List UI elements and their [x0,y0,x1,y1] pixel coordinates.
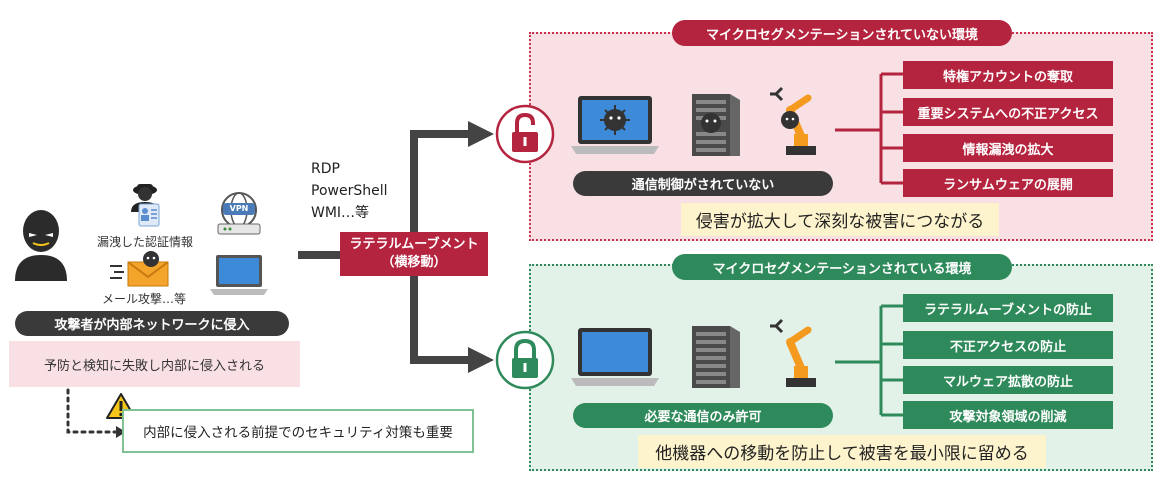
leaked-credentials-label: 漏洩した認証情報 [97,235,194,249]
server-icon [682,322,746,390]
segmented-result-2: 不正アクセスの防止 [903,331,1113,359]
segmented-result-4: 攻撃対象領域の削減 [903,401,1113,429]
infected-laptop-icon [570,92,660,158]
segmented-conclusion: 他機器への移動を防止して被害を最小限に留める [638,435,1046,468]
mail-attack-label: メール攻撃…等 [102,292,187,306]
locked-padlock-icon [495,330,555,390]
unsegmented-conclusion: 侵害が拡大して深刻な被害につながる [681,203,999,236]
warning-note: 内部に侵入される前提でのセキュリティ対策も重要 [122,409,474,453]
infected-server-icon [682,90,746,158]
lateral-movement-label: ラテラルムーブメント （横移動） [340,232,488,276]
protocol-list: RDP PowerShell WMI…等 [311,158,387,224]
infected-robot-arm-icon [768,86,826,158]
laptop-icon [208,253,270,297]
robot-arm-icon [768,318,826,390]
laptop-icon [570,324,660,390]
protocol-rdp: RDP [311,161,340,177]
failure-note: 予防と検知に失敗し内部に侵入される [9,341,300,387]
unsegmented-result-3: 情報漏洩の拡大 [903,134,1113,162]
unlocked-padlock-icon [495,104,555,164]
unsegmented-control-bar: 通信制御がされていない [573,171,833,196]
vpn-router-icon [214,190,264,238]
mail-attack-icon [108,250,174,288]
vpn-label: VPN [229,204,249,213]
unsegmented-bracket [835,68,905,192]
segmented-control-bar: 必要な通信のみ許可 [573,403,833,428]
lateral-movement-subtitle: （横移動） [381,255,447,270]
attacker-icon [12,205,70,281]
protocol-powershell: PowerShell [311,183,388,199]
dotted-connector [60,388,130,438]
unsegmented-title: マイクロセグメンテーションされていない環境 [672,20,1012,46]
segmented-result-3: マルウェア拡散の防止 [903,366,1113,394]
protocol-wmi: WMI…等 [311,205,370,221]
unsegmented-result-2: 重要システムへの不正アクセス [903,98,1113,126]
unsegmented-result-4: ランサムウェアの展開 [903,169,1113,197]
hacker-credentials-icon [125,178,173,228]
attacker-intrusion-bar: 攻撃者が内部ネットワークに侵入 [15,311,289,336]
lateral-movement-title: ラテラルムーブメント [349,237,479,252]
segmented-result-1: ラテラルムーブメントの防止 [903,294,1113,322]
unsegmented-result-1: 特権アカウントの奪取 [903,61,1113,89]
segmented-title: マイクロセグメンテーションされている環境 [672,254,1012,280]
segmented-bracket [835,300,905,424]
